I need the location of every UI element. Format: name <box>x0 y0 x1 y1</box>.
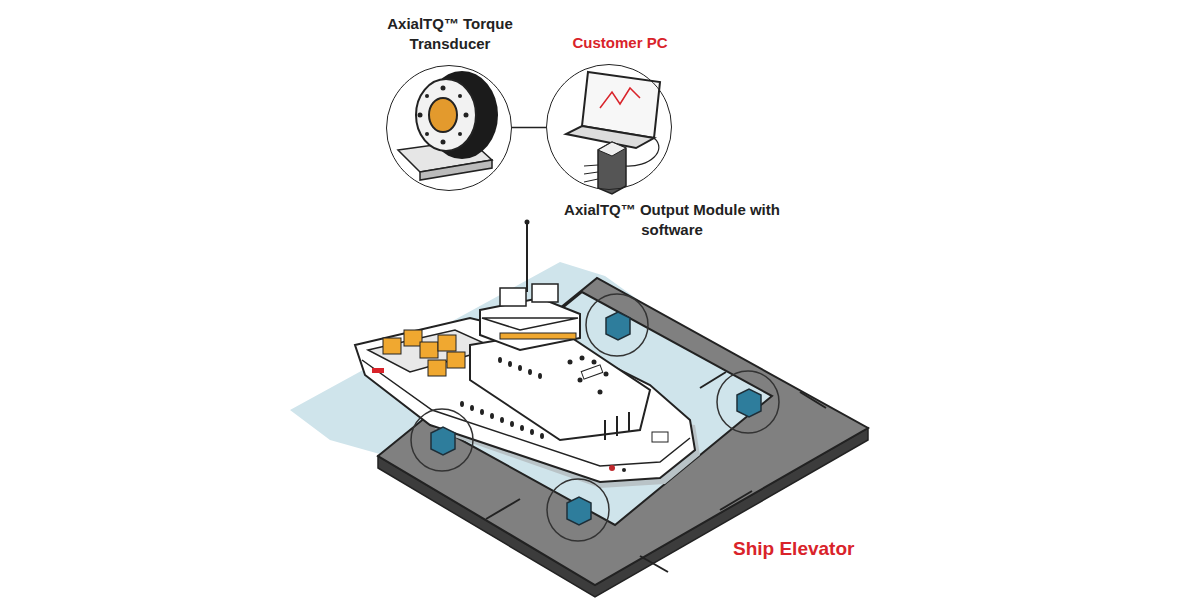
node-caption: AxialTQ™ Output Module with software <box>557 200 787 240</box>
cargo-box <box>383 338 401 354</box>
window <box>580 356 585 361</box>
window <box>498 357 502 363</box>
ship <box>500 333 576 339</box>
node-heading: AxialTQ™ Torque Transducer <box>375 14 525 54</box>
window <box>592 360 597 365</box>
blue-device <box>547 479 609 541</box>
torque-transducer-icon <box>418 113 423 118</box>
torque-transducer-icon <box>398 71 498 180</box>
torque-transducer-icon <box>458 132 462 136</box>
window <box>520 425 524 431</box>
cargo-box <box>447 352 465 368</box>
figure-label: Ship Elevator <box>733 538 854 560</box>
ship <box>532 284 558 302</box>
output-module-icon <box>584 142 626 194</box>
ship <box>604 420 606 440</box>
ship <box>480 298 580 350</box>
torque-transducer-icon <box>429 98 457 132</box>
callout-circle: AxialTQ™ Torque Transducer <box>370 8 530 196</box>
torque-transducer-icon <box>418 86 469 145</box>
window <box>510 421 514 427</box>
window <box>460 356 609 440</box>
torque-transducer-icon <box>441 140 446 145</box>
elevator-platform <box>640 556 668 572</box>
window <box>528 369 532 375</box>
ship <box>581 365 603 379</box>
blue-device <box>411 294 779 541</box>
window <box>518 365 522 371</box>
ship <box>525 220 530 225</box>
cargo-box <box>404 330 422 346</box>
blue-device <box>737 389 761 417</box>
cargo-box <box>420 342 438 358</box>
callout-ring <box>386 65 512 191</box>
laptop-icon <box>624 138 659 166</box>
ship <box>470 330 650 440</box>
ship <box>622 468 626 472</box>
torque-transducer-icon <box>464 113 469 118</box>
window <box>500 417 504 423</box>
ship <box>652 432 668 442</box>
connector-line <box>512 127 546 129</box>
ship <box>500 288 526 306</box>
window <box>470 405 474 411</box>
cargo-box <box>438 335 456 351</box>
elevator-platform <box>800 392 826 408</box>
blue-device <box>606 312 630 340</box>
ship <box>628 412 630 432</box>
window <box>568 360 573 365</box>
elevator-platform <box>720 491 752 510</box>
window <box>508 361 512 367</box>
ship <box>355 220 700 489</box>
laptop-icon <box>600 88 640 108</box>
window <box>530 429 534 435</box>
cargo-box <box>428 360 446 376</box>
torque-transducer-icon <box>425 94 429 98</box>
ship <box>526 222 528 292</box>
torque-transducer-icon <box>425 132 429 136</box>
laptop-icon <box>566 72 660 166</box>
window <box>490 413 494 419</box>
window <box>604 372 609 377</box>
callout-ring <box>546 64 672 190</box>
torque-transducer-icon <box>441 86 446 91</box>
node-heading: Customer PC <box>560 33 680 53</box>
blue-device <box>717 371 779 433</box>
ship <box>372 368 384 373</box>
window <box>538 373 542 379</box>
ship <box>609 465 615 471</box>
cargo-box <box>383 330 465 376</box>
callout-circle: Customer PC AxialTQ™ Output Module with s… <box>540 28 790 244</box>
blue-device <box>411 409 473 471</box>
output-module-icon <box>598 142 626 194</box>
window <box>598 390 603 395</box>
torque-transducer-icon <box>420 160 492 180</box>
output-module-icon <box>584 179 598 182</box>
torque-transducer-icon <box>416 79 476 151</box>
window <box>578 378 583 383</box>
window <box>540 433 544 439</box>
blue-device <box>567 497 591 525</box>
torque-transducer-icon <box>458 94 462 98</box>
ship <box>616 416 618 436</box>
blue-device <box>586 294 648 356</box>
output-module-icon <box>584 172 598 174</box>
blue-device <box>431 427 455 455</box>
ship <box>482 318 578 330</box>
elevator-platform <box>486 499 520 519</box>
window <box>460 401 464 407</box>
output-module-icon <box>584 165 598 166</box>
window <box>480 409 484 415</box>
output-module-icon <box>598 142 626 156</box>
